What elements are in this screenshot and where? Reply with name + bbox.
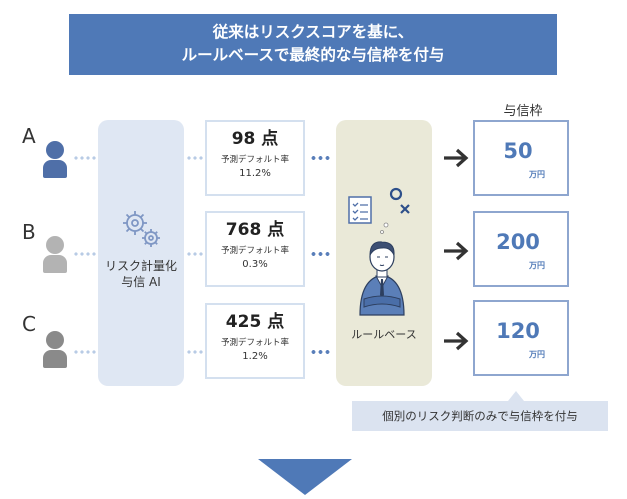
connector-dots <box>310 252 332 256</box>
default-rate-label: 予測デフォルト率 <box>220 155 289 165</box>
title-line-2: ルールベースで最終的な与信枠を付与 <box>181 46 445 64</box>
rule-based-illustration <box>348 187 410 316</box>
credit-limit-unit: 万円 <box>529 170 545 179</box>
down-arrow-icon <box>258 459 352 495</box>
risk-ai-panel <box>98 120 184 386</box>
credit-limit-amount: 50 <box>503 139 533 163</box>
score-box-b: 768 点 予測デフォルト率 0.3% <box>205 211 305 287</box>
right-arrow-icon <box>444 331 469 351</box>
connector-dots <box>73 252 97 256</box>
connector-dots <box>73 350 97 354</box>
rule-based-label: ルールベース <box>351 328 417 341</box>
gears-icon <box>123 211 160 247</box>
person-icon-b <box>43 236 67 273</box>
credit-limit-column-header: 与信枠 <box>503 104 543 119</box>
connector-dots <box>310 156 332 160</box>
connector-dots <box>310 350 332 354</box>
default-rate-value: 11.2% <box>239 168 271 179</box>
risk-ai-label: リスク計量化 与信 AI <box>98 258 184 290</box>
risk-score: 98 点 <box>231 129 279 149</box>
credit-limit-box-c: 120 万円 <box>473 300 569 376</box>
applicant-letter-a: A <box>22 124 36 148</box>
callout-note: 個別のリスク判断のみで与信枠を付与 <box>352 401 608 431</box>
person-body <box>43 255 67 273</box>
applicant-letter-b: B <box>22 220 36 244</box>
title-banner: 従来はリスクスコアを基に、 ルールベースで最終的な与信枠を付与 <box>69 14 557 75</box>
person-head <box>46 331 64 349</box>
credit-limit-unit: 万円 <box>529 261 545 270</box>
person-head <box>46 236 64 254</box>
connector-dots <box>73 156 97 160</box>
callout-pointer <box>508 391 524 401</box>
credit-limit-amount: 120 <box>496 319 540 343</box>
risk-ai-label-line-1: リスク計量化 <box>104 259 177 273</box>
score-box-c: 425 点 予測デフォルト率 1.2% <box>205 303 305 379</box>
risk-ai-label-line-2: 与信 AI <box>121 275 161 289</box>
checklist-icon <box>348 196 372 224</box>
connector-dots <box>186 350 204 354</box>
default-rate-label: 予測デフォルト率 <box>220 338 289 348</box>
risk-score: 768 点 <box>225 220 285 240</box>
credit-limit-amount: 200 <box>496 230 540 254</box>
circle-cross-icon <box>389 187 410 214</box>
person-body <box>43 160 67 178</box>
person-body <box>43 350 67 368</box>
default-rate-label: 予測デフォルト率 <box>220 246 289 256</box>
connector-dots <box>186 252 204 256</box>
score-box-a: 98 点 予測デフォルト率 11.2% <box>205 120 305 196</box>
default-rate-value: 0.3% <box>242 259 268 270</box>
businessman-icon <box>359 241 405 316</box>
default-rate-value: 1.2% <box>242 351 268 362</box>
person-icon-a <box>43 141 67 178</box>
title-line-1: 従来はリスクスコアを基に、 <box>212 23 414 41</box>
person-icon-c <box>43 331 67 368</box>
connector-dots <box>186 156 204 160</box>
right-arrow-icon <box>444 241 469 261</box>
credit-limit-unit: 万円 <box>529 350 545 359</box>
credit-limit-box-b: 200 万円 <box>473 211 569 287</box>
person-head <box>46 141 64 159</box>
applicant-letter-c: C <box>22 312 36 336</box>
right-arrow-icon <box>444 148 469 168</box>
credit-limit-box-a: 50 万円 <box>473 120 569 196</box>
risk-score: 425 点 <box>225 312 285 332</box>
